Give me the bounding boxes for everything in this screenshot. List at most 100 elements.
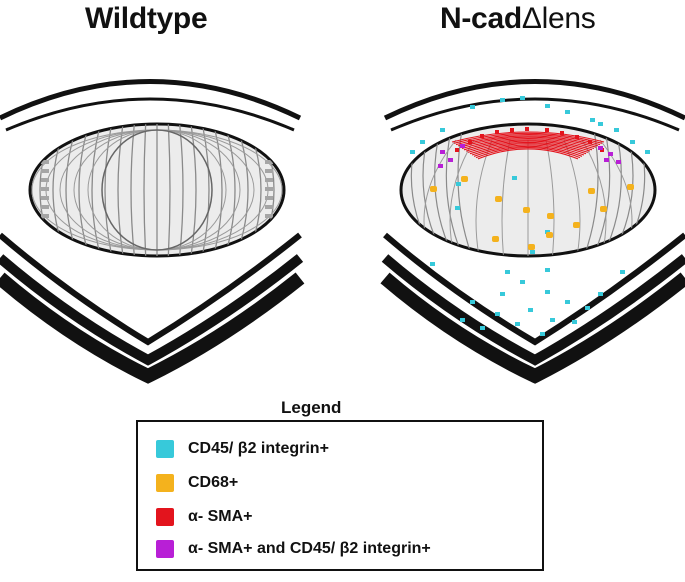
cd45-cell <box>545 104 550 108</box>
cd45-cell <box>545 268 550 272</box>
sma-cd45-cell <box>440 150 445 154</box>
cd45-cell <box>545 290 550 294</box>
lens-fiber <box>211 124 223 256</box>
cd45-cell <box>565 300 570 304</box>
cd45-cell <box>620 270 625 274</box>
lens-bow-nucleus <box>41 178 49 182</box>
posterior-layer-2 <box>0 254 304 366</box>
sma-cell <box>588 140 592 144</box>
cd68-cell <box>627 184 634 190</box>
cd68-cell <box>600 206 607 212</box>
sma-fiber <box>459 136 597 148</box>
sma-cd45-cell <box>604 158 609 162</box>
cd68-cell <box>588 188 595 194</box>
lens-bow-nucleus <box>41 169 49 173</box>
cd68-cell <box>492 236 499 242</box>
cornea-inner-arc <box>390 97 680 132</box>
posterior-layer-2 <box>381 254 685 366</box>
cornea-outer-arc <box>383 79 685 121</box>
cd45-cell <box>455 206 460 210</box>
cd45-cell <box>572 320 577 324</box>
cd45-cell <box>528 308 533 312</box>
cd68-cell <box>495 196 502 202</box>
cd68-cell <box>523 207 530 213</box>
legend-label: α- SMA+ and CD45/ β2 integrin+ <box>188 540 431 557</box>
lens <box>28 122 286 258</box>
sma-fiber <box>477 148 579 160</box>
legend-swatch <box>156 440 174 458</box>
sma-cell <box>455 148 459 152</box>
sma-fiber <box>469 143 587 155</box>
cd45-cell <box>520 280 525 284</box>
legend-item-sma: α- SMA+ <box>156 506 253 528</box>
cd45-cell <box>430 262 435 266</box>
cd45-cell <box>598 292 603 296</box>
legend-swatch <box>156 474 174 492</box>
cd45-cell <box>630 140 635 144</box>
lens-bow-nucleus <box>41 205 49 209</box>
posterior-layer-1 <box>0 232 302 346</box>
lens-fiber <box>91 124 103 256</box>
cd68-cell <box>430 186 437 192</box>
lens-fibers <box>30 124 284 256</box>
posterior-layer-3 <box>380 272 685 384</box>
cd45-cell <box>645 150 650 154</box>
cd45-cell <box>505 270 510 274</box>
lens-fiber <box>117 124 125 256</box>
sma-fiber <box>471 144 585 156</box>
cd45-cell <box>470 300 475 304</box>
sma-cd45-cell <box>616 160 621 164</box>
sma-cell <box>495 130 499 134</box>
lens-nucleus <box>101 129 213 251</box>
cd45-cell <box>512 176 517 180</box>
ncad-eye <box>380 79 685 384</box>
sma-cell <box>575 135 579 139</box>
legend-label: α- SMA+ <box>188 508 253 525</box>
sma-cell <box>560 131 564 135</box>
sma-fibers <box>451 131 605 160</box>
cd68-cell <box>546 232 553 238</box>
legend-swatch <box>156 540 174 558</box>
posterior-layer-3 <box>0 272 305 384</box>
posterior-layer-1 <box>383 232 685 346</box>
cd45-cell <box>590 118 595 122</box>
lens <box>399 122 657 258</box>
cd45-cell <box>598 122 603 126</box>
cd68-cell <box>461 176 468 182</box>
wildtype-title: Wildtype <box>85 2 208 35</box>
legend-box: CD45/ β2 integrin+ CD68+ α- SMA+ α- SMA+… <box>136 420 544 571</box>
sma-cd45-cell <box>608 152 613 156</box>
sma-cd45-cell <box>460 144 465 148</box>
sma-cell <box>468 140 472 144</box>
lens-fiber <box>143 124 147 256</box>
lens-bow-nucleus <box>265 160 273 164</box>
sma-fiber <box>475 147 581 159</box>
lens-bow-nucleus <box>265 169 273 173</box>
legend-label: CD68+ <box>188 474 239 491</box>
cd45-cell <box>500 292 505 296</box>
cd45-cell <box>500 98 505 102</box>
lens-fiber <box>501 139 511 256</box>
ncad-title: N-cadΔlens <box>440 2 596 36</box>
cd45-cell <box>420 140 425 144</box>
eye-diagrams <box>0 79 685 384</box>
sma-fiber <box>453 132 603 144</box>
sma-cd45-cell <box>598 146 603 150</box>
cornea-outer-arc <box>0 79 302 121</box>
cd45-cell <box>545 230 550 234</box>
cd45-cell <box>470 105 475 109</box>
lens-bow-nucleus <box>41 214 49 218</box>
lens-fiber <box>545 139 555 256</box>
lens-bow-nucleus <box>265 187 273 191</box>
legend-label: CD45/ β2 integrin+ <box>188 440 329 457</box>
cd45-cell <box>410 150 415 154</box>
lens-bow-nucleus <box>265 214 273 218</box>
lens-fiber <box>189 124 197 256</box>
sma-cell <box>510 128 514 132</box>
sma-cd45-cell <box>438 164 443 168</box>
sma-cell <box>480 134 484 138</box>
ncad-title-prefix: N-cad <box>440 2 522 35</box>
sma-fiber <box>457 135 599 147</box>
cd45-cell <box>550 318 555 322</box>
cd45-cell <box>440 128 445 132</box>
